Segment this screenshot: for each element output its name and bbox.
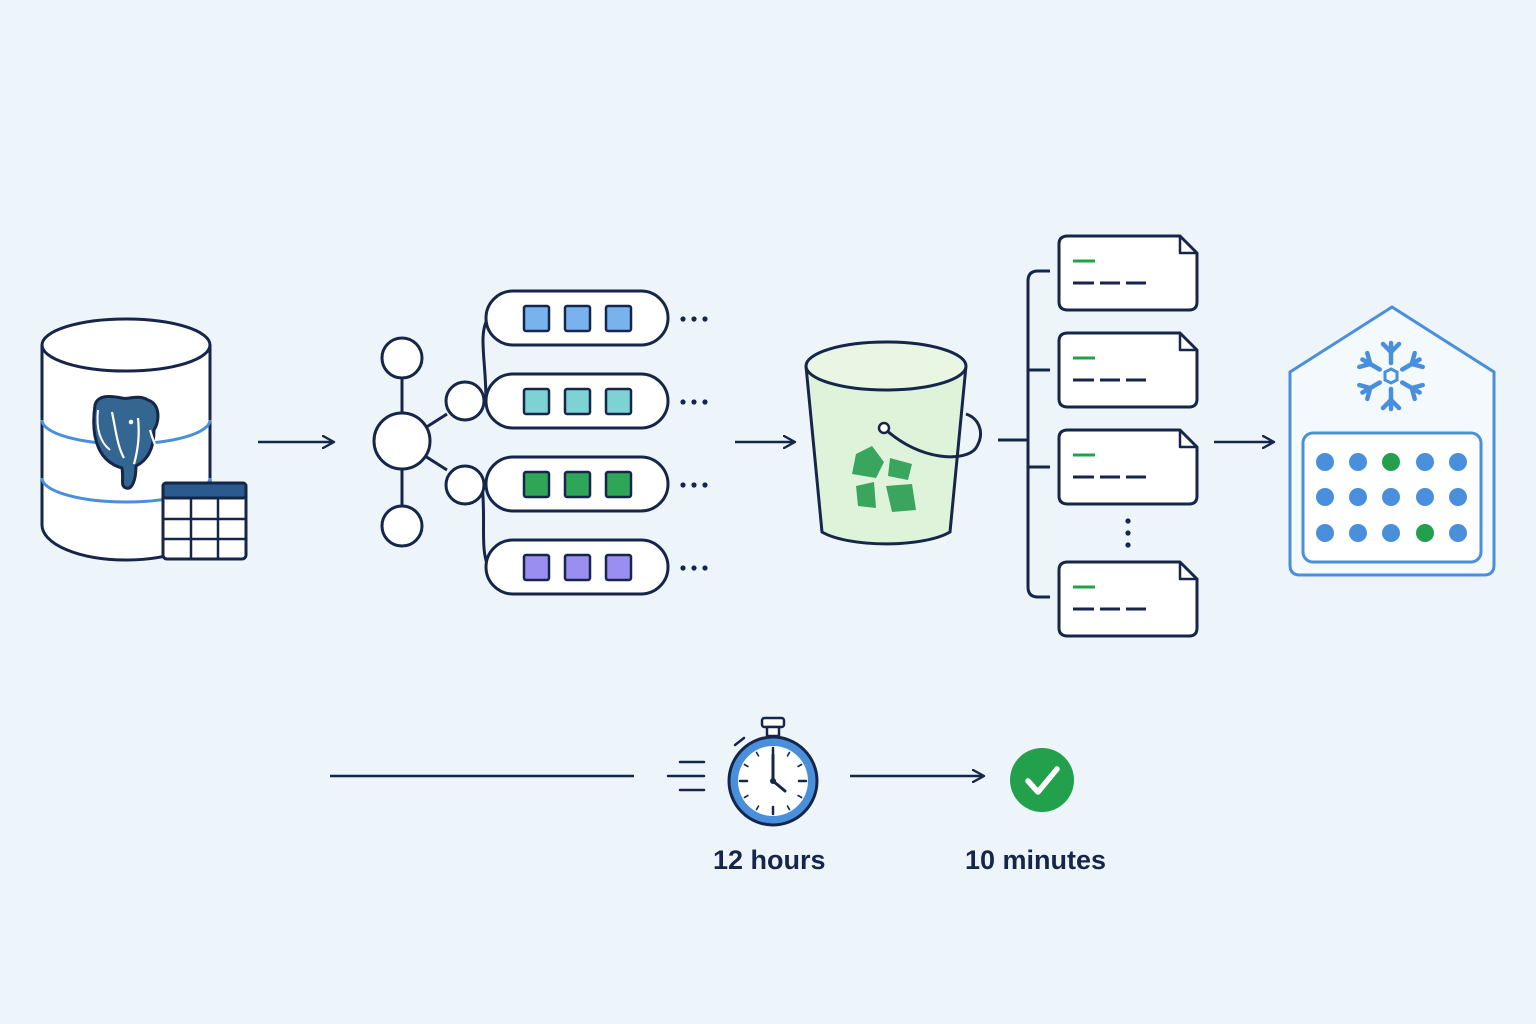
more-messages-dot — [680, 399, 686, 405]
node-upper-branch — [444, 380, 486, 422]
message-block — [563, 387, 592, 416]
compute-node-dot — [1316, 488, 1334, 506]
snowflake-logo-icon — [1357, 340, 1425, 412]
more-messages-dot — [680, 316, 686, 322]
node-bottom — [380, 504, 424, 548]
message-block — [604, 470, 633, 499]
more-messages-dot — [691, 482, 697, 488]
compute-node-dot — [1416, 453, 1434, 471]
compute-node-dot — [1449, 453, 1467, 471]
message-block — [563, 470, 592, 499]
compute-node-dot — [1416, 524, 1434, 542]
more-messages-dot — [691, 399, 697, 405]
check-circle-icon — [1010, 748, 1074, 812]
message-block — [522, 387, 551, 416]
more-messages-dot — [691, 565, 697, 571]
more-messages-dot — [702, 316, 708, 322]
speed-lines — [666, 760, 706, 792]
message-block — [604, 304, 633, 333]
compute-node-dot — [1316, 453, 1334, 471]
node-lower-branch — [444, 464, 486, 506]
more-files-ellipsis — [1125, 518, 1131, 548]
node-hub — [372, 411, 432, 471]
partition-2 — [484, 372, 708, 430]
more-messages-dot — [680, 482, 686, 488]
compute-node-dot — [1349, 453, 1367, 471]
s3-bucket-icon — [804, 340, 982, 546]
postgresql-database-icon — [40, 317, 248, 562]
message-block — [604, 553, 633, 582]
message-block — [604, 387, 633, 416]
more-messages-dot — [702, 565, 708, 571]
node-top — [380, 336, 424, 380]
file-icon — [1057, 428, 1199, 506]
kafka-topic-partitions-icon — [372, 289, 708, 596]
message-block — [563, 304, 592, 333]
message-block — [563, 553, 592, 582]
file-icon — [1057, 331, 1199, 409]
compute-node-dot — [1449, 488, 1467, 506]
message-block — [522, 553, 551, 582]
message-block — [522, 470, 551, 499]
compute-node-dot — [1449, 524, 1467, 542]
table-icon — [161, 481, 248, 561]
compute-node-dot — [1349, 488, 1367, 506]
stopwatch-icon — [727, 716, 819, 827]
file-group-bracket — [998, 269, 1050, 599]
s3-logo-icon — [852, 446, 916, 512]
compute-node-dot — [1316, 524, 1334, 542]
more-messages-dot — [702, 399, 708, 405]
compute-node-dot — [1382, 453, 1400, 471]
message-block — [522, 304, 551, 333]
before-duration-label: 12 hours — [713, 845, 826, 875]
compute-node-dot — [1382, 524, 1400, 542]
compute-node-dot — [1382, 488, 1400, 506]
postgresql-elephant-icon — [92, 394, 164, 490]
after-duration-label: 10 minutes — [965, 845, 1107, 875]
file-icon — [1057, 234, 1199, 312]
more-messages-dot — [680, 565, 686, 571]
compute-node-dot — [1349, 524, 1367, 542]
file-icon — [1057, 560, 1199, 638]
partition-1 — [484, 289, 708, 347]
more-messages-dot — [691, 316, 697, 322]
compute-node-dot — [1416, 488, 1434, 506]
more-messages-dot — [702, 482, 708, 488]
partition-4 — [484, 538, 708, 596]
partition-3 — [484, 455, 708, 513]
snowflake-warehouse-icon — [1288, 305, 1496, 577]
